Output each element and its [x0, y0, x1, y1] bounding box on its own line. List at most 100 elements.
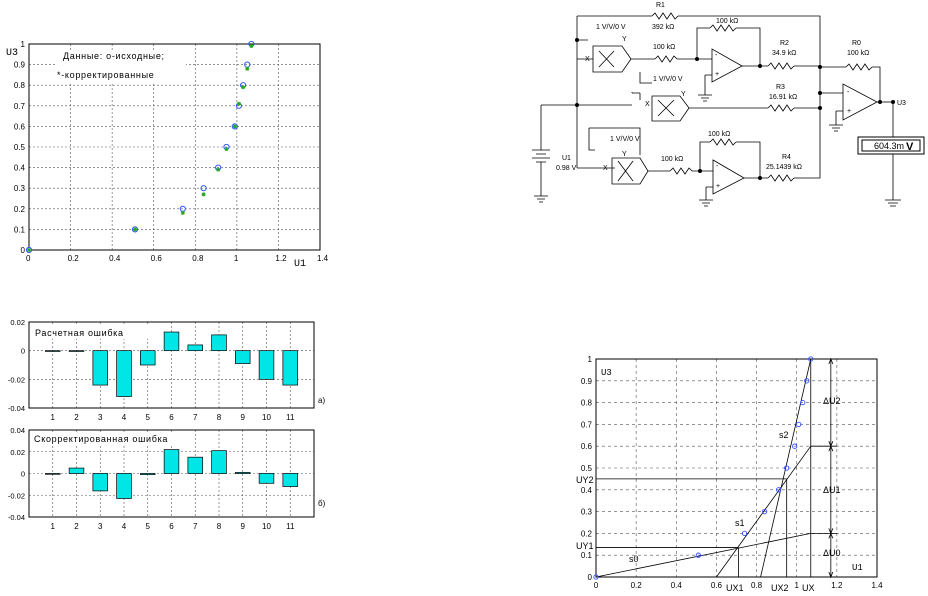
- bar-b-bar: [116, 473, 132, 499]
- bar-a-bar: [163, 331, 180, 352]
- resistor-r1: [651, 12, 679, 20]
- wire: [631, 92, 641, 100]
- mult3-gain: 1 V/V/0 V: [610, 136, 640, 143]
- scatter-ytick-label: 0.2: [14, 205, 26, 214]
- bar-b-bar: [235, 472, 251, 474]
- pw-data-point: [804, 378, 810, 384]
- bar-a-bar: [211, 334, 227, 352]
- scatter-xtick-label: 1: [234, 254, 239, 263]
- bar-a-bar: [282, 350, 298, 386]
- scatter-xlabel: U1: [294, 259, 306, 270]
- pw-data-point: [784, 465, 790, 471]
- svg-text:-: -: [847, 89, 850, 96]
- r2-name: R2: [780, 40, 789, 47]
- r2-value: 34.9 kΩ: [772, 50, 796, 57]
- bar-a-xtick-label: 11: [286, 413, 295, 422]
- bar-a-ytick-label: -0.02: [8, 375, 25, 384]
- scatter-xtick-label: 1.4: [317, 254, 329, 263]
- opamp-1: [711, 48, 743, 83]
- pw-marker-uy1: UY1: [576, 541, 594, 551]
- bar-b-bar: [92, 473, 108, 492]
- pw-data-point: [761, 508, 768, 515]
- pw-marker-uy2: UY2: [576, 475, 594, 485]
- bar-b-bar: [258, 473, 275, 484]
- wire: [696, 27, 710, 59]
- bar-a-bar: [187, 344, 203, 352]
- bar-a-bar: [92, 350, 108, 386]
- resistor-100k-2: [669, 167, 693, 175]
- pw-segment-s2: s2: [779, 430, 789, 440]
- pw-line: [716, 445, 812, 578]
- pw-marker-ux1: UX1: [726, 583, 744, 591]
- pw-xtick-label: 0.6: [711, 581, 723, 590]
- bar-b-bar: [68, 467, 85, 474]
- r100-1-label: 100 kΩ: [653, 44, 675, 51]
- circuit-labels: R1 392 kΩ 1 V/V/0 V Y X 100 kΩ 100 kΩ R2…: [556, 2, 906, 172]
- wire: [794, 67, 821, 179]
- mult3-y-pin: Y: [622, 151, 627, 158]
- bar-b-xtick-label: 6: [169, 522, 174, 531]
- scatter-ytick-label: 0.3: [14, 184, 26, 193]
- bar-a-bar: [258, 350, 275, 380]
- scatter-point-original: [200, 185, 207, 192]
- scatter-point-corrected: [224, 147, 229, 152]
- resistor-r4: [767, 174, 795, 182]
- scatter-legend-line-1: Данные: о-исходные;: [63, 51, 165, 61]
- scatter-point-original: [131, 226, 139, 233]
- voltmeter-unit: V: [906, 141, 914, 153]
- pw-ytick-label: 0.1: [581, 551, 593, 560]
- wire: [699, 141, 710, 171]
- wire: [736, 141, 761, 178]
- pw-ytick-label: 0.4: [581, 486, 593, 495]
- ground-2: [699, 186, 713, 207]
- pw-xtick-label: 0: [594, 581, 599, 590]
- pw-xtick-label: 0.2: [631, 581, 643, 590]
- pw-segment-s0: s0: [629, 554, 639, 564]
- pw-ytick-label: 0.2: [581, 529, 593, 538]
- pw-delta-u1: ΔU1: [823, 485, 841, 495]
- scatter-point-corrected: [241, 85, 246, 90]
- resistor-r2: [767, 62, 795, 70]
- pw-data-point: [796, 421, 802, 428]
- voltmeter-value: 604.3m: [874, 141, 904, 151]
- bar-a-xtick-label: 7: [193, 413, 198, 422]
- multiplier-3-x-mark: [617, 160, 634, 182]
- pw-xtick-label: 0.8: [751, 581, 763, 590]
- multiplier-2-x-mark: [657, 99, 675, 117]
- pw-marker-ux2: UX2: [771, 583, 789, 591]
- bar-b-side-label: б): [318, 499, 326, 508]
- circuit-schematic: [532, 12, 901, 207]
- scatter-ytick-label: 0.9: [14, 61, 26, 70]
- opamp-signs: -+ -+ -+: [715, 52, 851, 190]
- scatter-ytick-label: 0.5: [14, 143, 26, 152]
- bar-b-ytick-label: 0.04: [10, 426, 25, 435]
- wire: [678, 15, 821, 67]
- bar-b-ytick-label: -0.04: [8, 513, 25, 522]
- bar-b-xtick-label: 7: [193, 522, 198, 531]
- circuit-junctions: [575, 38, 895, 180]
- scatter-point-original: [231, 123, 238, 130]
- r1-name: R1: [656, 2, 665, 9]
- bar-a-xtick-label: 5: [146, 413, 151, 422]
- scatter-xtick-label: 0.4: [109, 254, 121, 263]
- scatter-point-corrected: [232, 124, 237, 129]
- bar-b-xtick-label: 11: [286, 522, 295, 531]
- scatter-xtick-label: 1.2: [275, 254, 287, 263]
- wire: [588, 127, 641, 155]
- scatter-frame: [28, 43, 321, 251]
- scatter-xtick-label: 0.8: [192, 254, 204, 263]
- bar-a-bar: [68, 350, 85, 352]
- mult2-y-pin: Y: [681, 91, 686, 98]
- u1-value: 0.98 V: [556, 165, 577, 172]
- bar-a-xtick-label: 8: [217, 413, 222, 422]
- bar-a-ytick-label: -0.04: [8, 404, 25, 413]
- u1-name: U1: [562, 155, 571, 162]
- pw-ytick-label: 0.7: [581, 420, 593, 429]
- scatter-ytick-label: 0.4: [14, 164, 26, 173]
- bar-a-xtick-label: 1: [51, 413, 56, 422]
- pw-data-point: [792, 443, 798, 449]
- r3-value: 16.91 kΩ: [769, 94, 797, 101]
- pw-ytick-label: 0.8: [581, 399, 593, 408]
